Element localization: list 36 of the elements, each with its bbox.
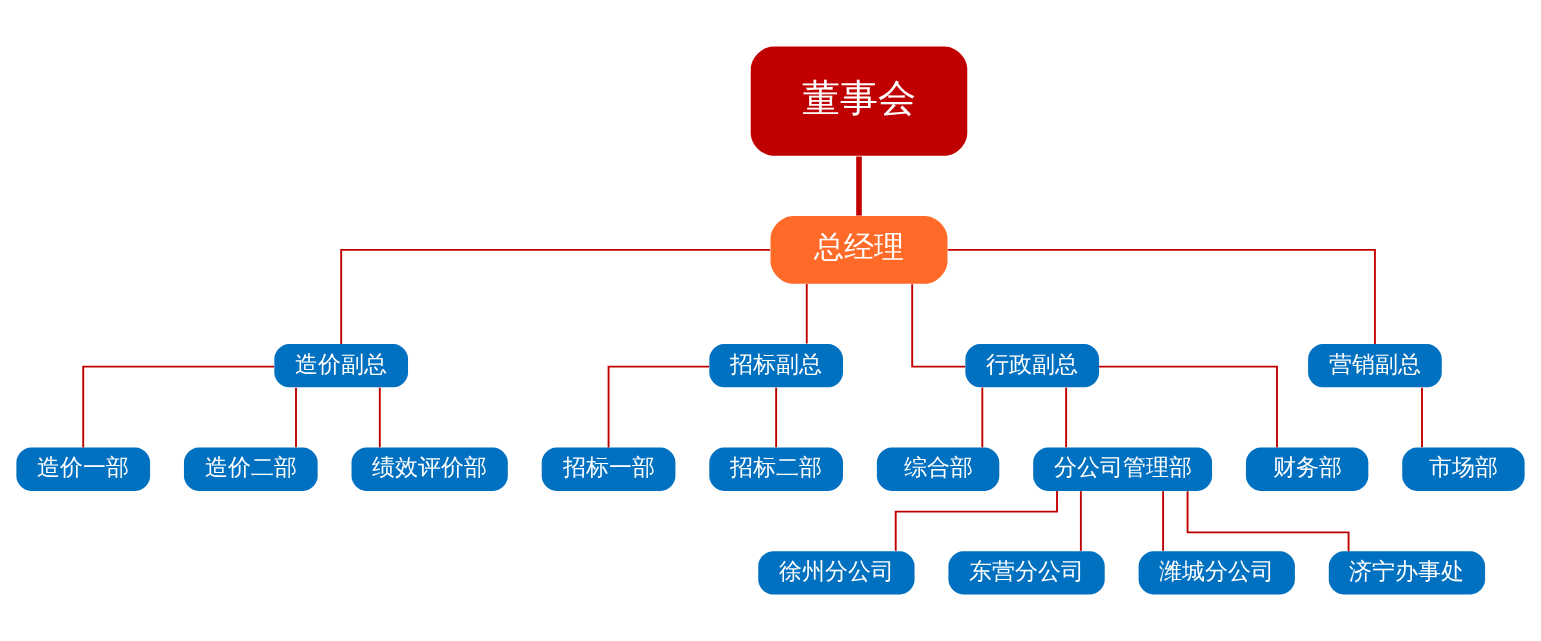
connector (856, 156, 862, 216)
connector (1162, 490, 1165, 552)
connector (911, 283, 967, 368)
connector (1079, 490, 1082, 552)
connector (1421, 386, 1423, 449)
connector (340, 248, 771, 345)
node-box: 绩效评价部 (351, 447, 508, 491)
connector (981, 386, 984, 449)
node-box: 招标二部 (709, 447, 843, 491)
node-box: 行政副总 (965, 344, 1100, 388)
connector (894, 490, 1058, 552)
node-box: 董事会 (750, 46, 968, 156)
connector (946, 248, 1376, 345)
node-box: 总经理 (770, 216, 948, 284)
node-box: 东营分公司 (948, 551, 1105, 595)
connector (82, 365, 275, 449)
node-box: 分公司管理部 (1033, 447, 1213, 491)
node-box: 财务部 (1245, 447, 1369, 491)
connector (1098, 365, 1278, 449)
connector (607, 365, 710, 449)
node-box: 综合部 (876, 447, 1000, 491)
connector (1065, 386, 1068, 449)
node-box: 造价二部 (183, 447, 318, 491)
node-box: 造价副总 (274, 344, 409, 388)
node-box: 潍城分公司 (1138, 551, 1295, 595)
node-box: 招标一部 (541, 447, 676, 491)
node-box: 徐州分公司 (758, 551, 915, 595)
node-box: 造价一部 (16, 447, 151, 491)
node-box: 济宁办事处 (1328, 551, 1486, 595)
connector (378, 386, 381, 449)
connector (805, 283, 808, 345)
node-box: 招标副总 (709, 344, 843, 388)
node-box: 营销副总 (1308, 344, 1442, 388)
connector (775, 386, 778, 449)
connector (295, 386, 297, 449)
node-box: 市场部 (1402, 447, 1525, 491)
